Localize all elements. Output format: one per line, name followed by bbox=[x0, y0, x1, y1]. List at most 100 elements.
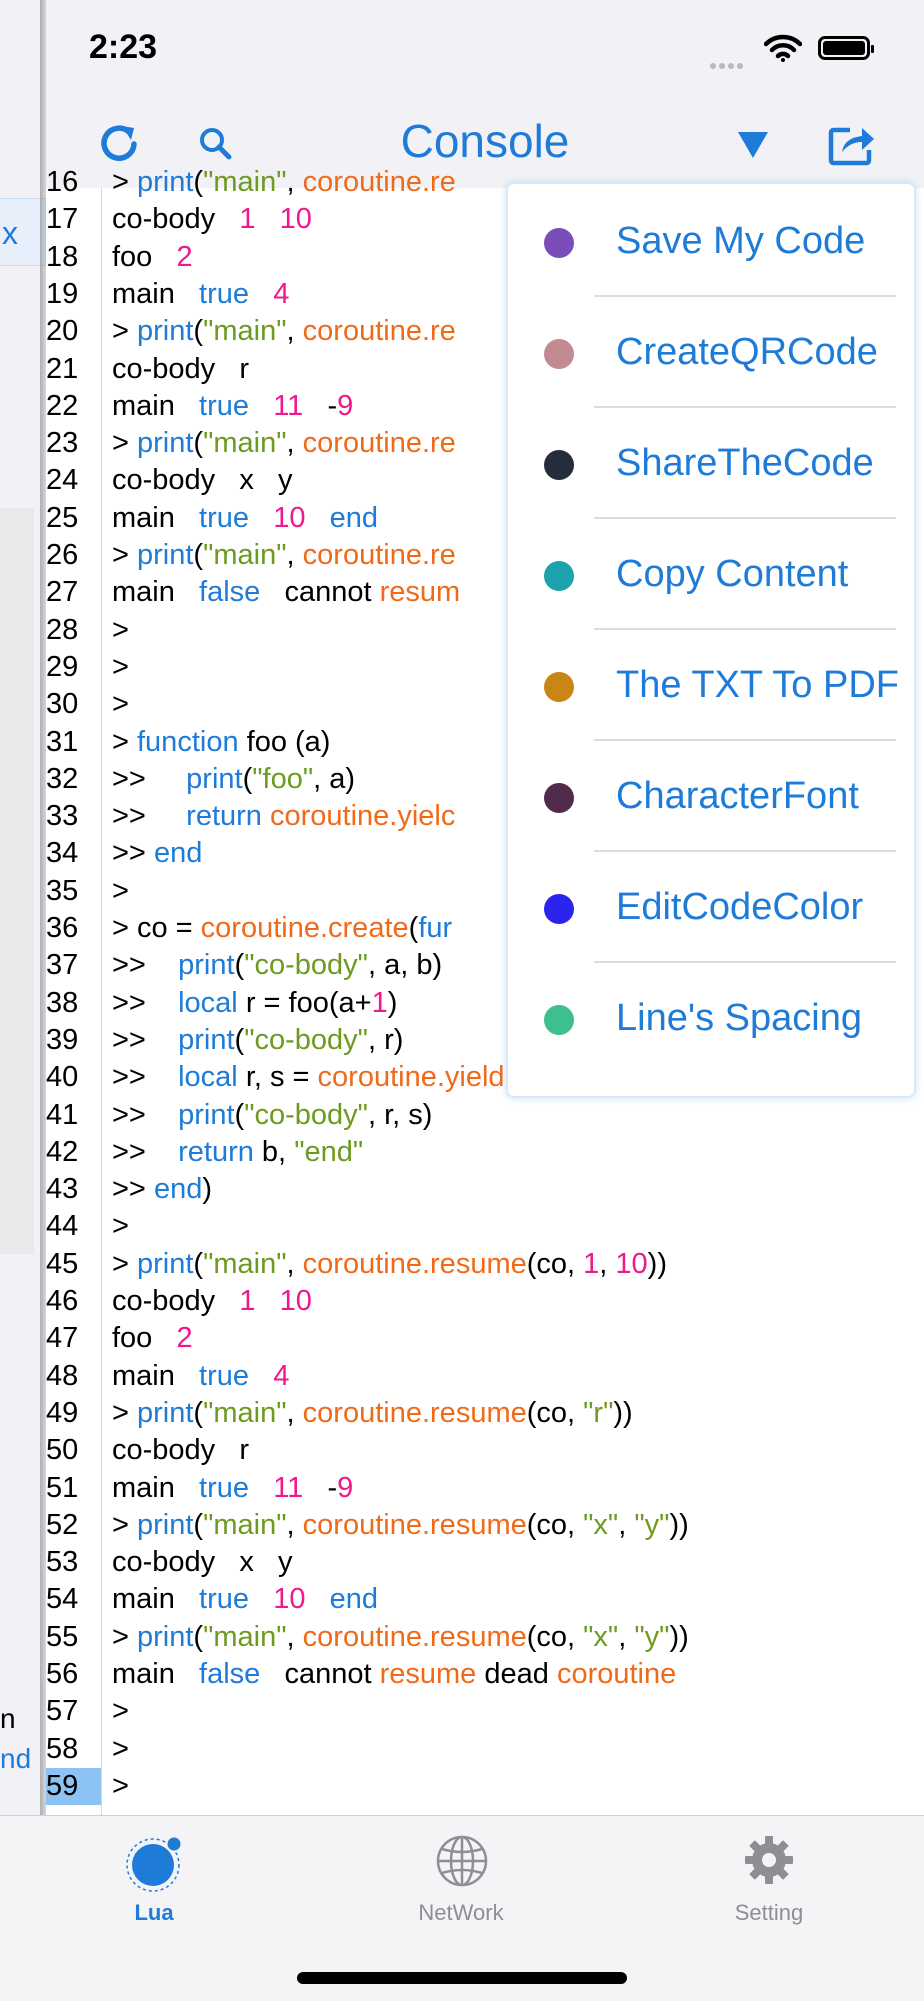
tab-lua[interactable]: Lua bbox=[44, 1816, 264, 1936]
code-line[interactable]: 39>> print("co-body", r) bbox=[46, 1022, 924, 1059]
code-line[interactable]: 29> bbox=[46, 649, 924, 686]
code-line[interactable]: 23 > print("main", coroutine.re bbox=[46, 425, 924, 462]
menu-item-line-s-spacing[interactable]: Line's Spacing bbox=[508, 963, 914, 1074]
code-line[interactable]: 55> print("main", coroutine.resume(co, "… bbox=[46, 1619, 924, 1656]
home-indicator bbox=[297, 1972, 627, 1984]
line-number: 45 bbox=[46, 1247, 79, 1280]
line-number: 28 bbox=[46, 613, 79, 646]
globe-icon bbox=[435, 1834, 489, 1893]
code-line[interactable]: 22 main true 11 -9 bbox=[46, 388, 924, 425]
page-title: Console bbox=[400, 115, 570, 167]
code-line[interactable]: 56 main false cannot resume dead coroutin… bbox=[46, 1656, 924, 1693]
code-text: main true 11 -9 bbox=[112, 389, 354, 422]
code-line[interactable]: 26> print("main", coroutine.re bbox=[46, 537, 924, 574]
code-line[interactable]: 52> print("main", coroutine.resume(co, "… bbox=[46, 1507, 924, 1544]
line-number: 41 bbox=[46, 1098, 79, 1131]
code-line[interactable]: 57> bbox=[46, 1693, 924, 1730]
line-number: 34 bbox=[46, 837, 79, 870]
menu-item-copy-content[interactable]: Copy Content bbox=[508, 519, 914, 630]
code-text: >> print("foo", a) bbox=[112, 762, 356, 795]
code-line[interactable]: 43>> end) bbox=[46, 1171, 924, 1208]
tab-network[interactable]: NetWork bbox=[351, 1816, 571, 1936]
dropdown-triangle-icon[interactable] bbox=[736, 130, 770, 165]
line-number: 36 bbox=[46, 912, 79, 944]
line-number: 35 bbox=[46, 874, 79, 907]
menu-separator bbox=[594, 961, 896, 963]
line-number: 47 bbox=[46, 1322, 79, 1355]
side-panel-close-button[interactable]: x bbox=[0, 198, 46, 266]
color-dot-icon bbox=[544, 1005, 574, 1035]
code-text: >> end bbox=[112, 837, 203, 870]
code-line[interactable]: 42>> return b, "end" bbox=[46, 1134, 924, 1171]
code-text: >> return coroutine.yielc bbox=[112, 800, 456, 833]
tab-label: Setting bbox=[734, 1900, 804, 1925]
code-line[interactable]: 58> bbox=[46, 1731, 924, 1768]
code-line[interactable]: 20> print("main", coroutine.re bbox=[46, 313, 924, 350]
share-icon[interactable] bbox=[828, 120, 876, 171]
menu-item-createqrcode[interactable]: CreateQRCode bbox=[508, 297, 914, 408]
code-line[interactable]: 45> print("main", coroutine.resume(co, 1… bbox=[46, 1246, 924, 1283]
line-number: 59 bbox=[46, 1767, 101, 1805]
code-line[interactable]: 37>> print("co-body", a, b) bbox=[46, 947, 924, 984]
code-line[interactable]: 47 foo 2 bbox=[46, 1320, 924, 1357]
code-text: > bbox=[112, 1769, 129, 1802]
color-dot-icon bbox=[544, 894, 574, 924]
code-line[interactable]: 34 >> end bbox=[46, 835, 924, 872]
code-text: main false cannot resume dead coroutine bbox=[112, 1658, 677, 1690]
code-text: co-body 1 10 bbox=[112, 1285, 312, 1317]
code-line[interactable]: 32>> print("foo", a) bbox=[46, 761, 924, 798]
menu-item-save-my-code[interactable]: Save My Code bbox=[508, 186, 914, 297]
code-text: main true 10 end bbox=[112, 501, 379, 534]
code-text: foo 2 bbox=[112, 1322, 193, 1355]
code-text: > function foo (a) bbox=[112, 725, 331, 758]
code-line[interactable]: 28> bbox=[46, 612, 924, 649]
code-line[interactable]: 31> function foo (a) bbox=[46, 724, 924, 761]
menu-item-characterfont[interactable]: CharacterFont bbox=[508, 741, 914, 852]
line-number: 25 bbox=[46, 501, 79, 534]
menu-item-sharethecode[interactable]: ShareTheCode bbox=[508, 408, 914, 519]
code-line[interactable]: 44> bbox=[46, 1208, 924, 1245]
line-number: 30 bbox=[46, 688, 79, 721]
line-number: 29 bbox=[46, 650, 79, 683]
code-line[interactable]: 59 > bbox=[46, 1767, 924, 1805]
code-text: co-body r bbox=[112, 352, 249, 385]
refresh-icon[interactable] bbox=[96, 122, 142, 173]
color-dot-icon bbox=[544, 228, 574, 258]
menu-item-the-txt-to-pdf[interactable]: The TXT To PDF bbox=[508, 630, 914, 741]
line-number: 22 bbox=[46, 389, 79, 422]
menu-separator bbox=[594, 406, 896, 408]
code-text: > print("main", coroutine.resume(co, "r"… bbox=[112, 1396, 633, 1429]
code-line[interactable]: 38>> local r = foo(a+1) bbox=[46, 985, 924, 1022]
code-text: > bbox=[112, 1732, 129, 1765]
tab-setting[interactable]: Setting bbox=[659, 1816, 879, 1936]
search-icon[interactable] bbox=[196, 124, 236, 169]
line-number: 19 bbox=[46, 277, 79, 310]
line-number: 56 bbox=[46, 1658, 79, 1690]
code-text: main false cannot resum bbox=[112, 576, 461, 609]
code-line[interactable]: 30> bbox=[46, 686, 924, 723]
menu-item-label: EditCodeColor bbox=[616, 886, 864, 928]
code-line[interactable]: 33>> return coroutine.yielc bbox=[46, 798, 924, 835]
line-number: 23 bbox=[46, 427, 79, 460]
code-line[interactable]: 35> bbox=[46, 873, 924, 910]
code-line[interactable]: 49> print("main", coroutine.resume(co, "… bbox=[46, 1395, 924, 1432]
code-line[interactable]: 16> print("main", coroutine.re bbox=[46, 164, 924, 201]
code-text: > print("main", coroutine.re bbox=[112, 427, 456, 460]
code-line[interactable]: 36> co = coroutine.create(fur bbox=[46, 910, 924, 947]
code-line[interactable]: 25 main true 10 end bbox=[46, 500, 924, 537]
code-line[interactable]: 41>> print("co-body", r, s) bbox=[46, 1097, 924, 1134]
menu-item-editcodecolor[interactable]: EditCodeColor bbox=[508, 852, 914, 963]
